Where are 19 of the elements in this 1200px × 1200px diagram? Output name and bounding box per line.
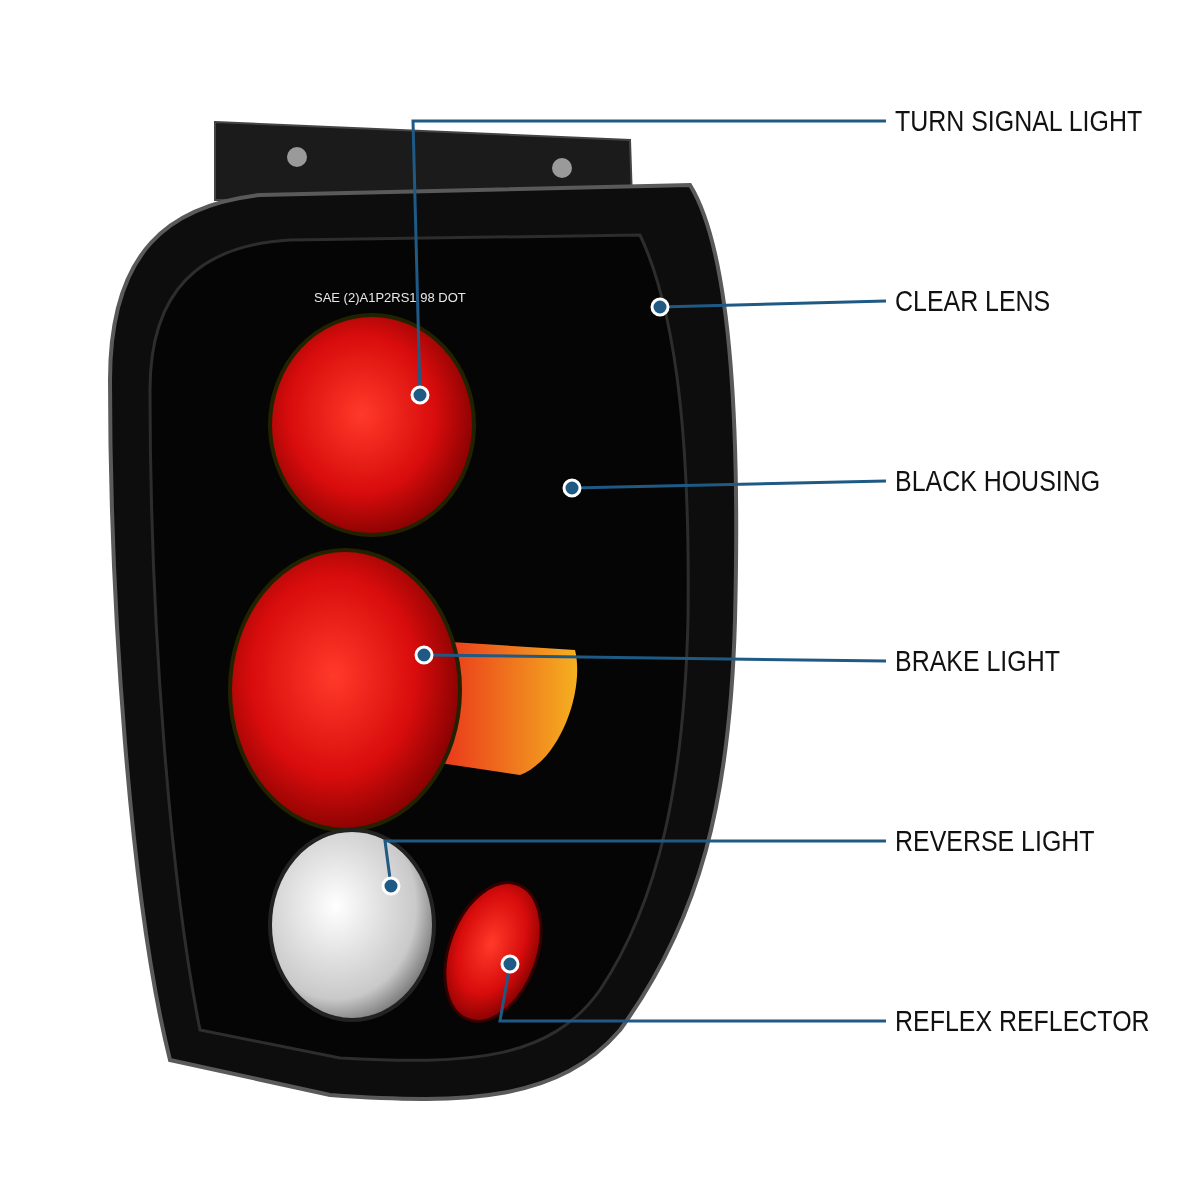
turn-signal-lamp — [268, 313, 476, 537]
brake-lamp — [228, 548, 578, 832]
outer-lens — [108, 183, 739, 1101]
leader-line — [414, 645, 886, 665]
callout-label: REFLEX REFLECTOR — [895, 1004, 1150, 1038]
leader-line — [381, 839, 886, 896]
callout-label: BLACK HOUSING — [895, 464, 1101, 498]
leader-line — [650, 297, 887, 317]
housing — [148, 233, 690, 1062]
callout-label: REVERSE LIGHT — [895, 824, 1095, 858]
leader-line — [410, 119, 886, 405]
reverse-lamp — [268, 828, 436, 1022]
callout-label: BRAKE LIGHT — [895, 644, 1060, 678]
molded-marking: SAE (2)A1P2RS1 98 DOT — [314, 290, 466, 305]
callout-label: CLEAR LENS — [895, 284, 1051, 318]
leader-line — [562, 478, 887, 498]
callout-label: TURN SIGNAL LIGHT — [895, 104, 1143, 138]
reflector — [443, 881, 543, 1023]
leader-line — [498, 954, 886, 1023]
